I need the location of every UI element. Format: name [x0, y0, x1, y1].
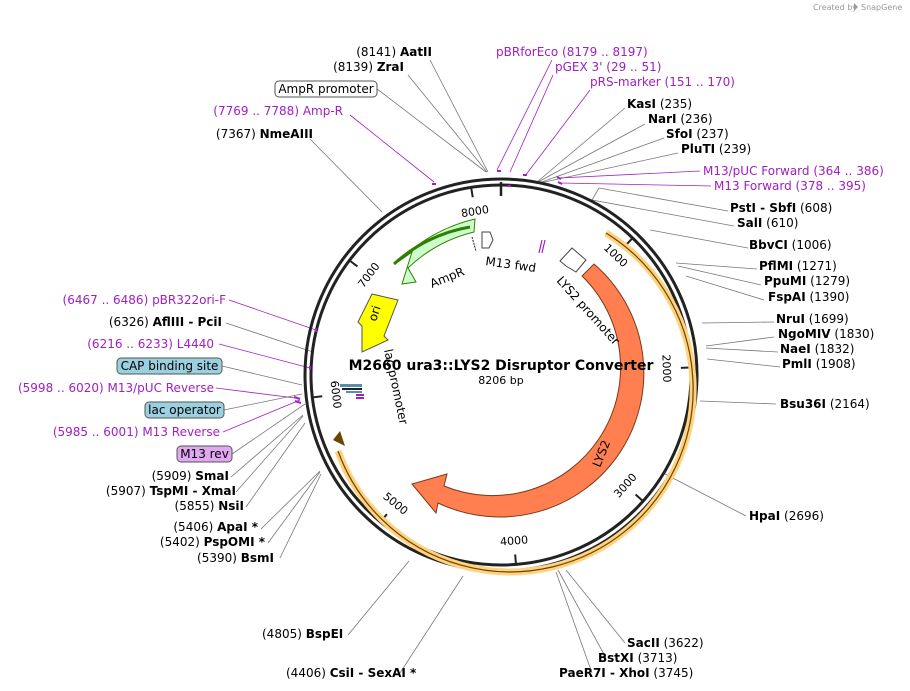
lys2-orf-line: [337, 232, 694, 573]
ampr-label: AmpR: [428, 264, 466, 290]
tick-label: 8000: [460, 203, 490, 220]
enzyme-label-bottom[interactable]: (4406) CsiI - SexAI *: [286, 666, 417, 680]
m13-fwd-feature[interactable]: [538, 239, 546, 254]
enzyme-label-right[interactable]: PmlI (1908): [782, 357, 856, 371]
primer-leader-lines: [215, 59, 712, 433]
plasmid-length: 8206 bp: [478, 374, 523, 387]
enzyme-list-left: (8141) AatII(8139) ZraI (7367) NmeAIII (63…: [106, 45, 432, 565]
tick-label: 4000: [500, 533, 529, 548]
enzyme-label-right[interactable]: SfoI (237): [666, 127, 729, 141]
enzyme-label-bottom[interactable]: (4805) BspEI: [262, 627, 343, 641]
tick-label: 3000: [611, 471, 639, 501]
ori-label: ori: [366, 304, 384, 323]
m13-rev-box-label: M13 rev: [180, 447, 229, 461]
primer-label[interactable]: (5985 .. 6001) M13 Reverse: [53, 425, 220, 439]
enzyme-label-right[interactable]: NarI (236): [648, 112, 713, 126]
leader-lines: [221, 59, 781, 674]
enzyme-label-left[interactable]: (5402) PspOMI *: [160, 535, 266, 549]
primer-label[interactable]: pRS-marker (151 .. 170): [590, 75, 735, 89]
primer-label[interactable]: (7769 .. 7788) Amp-R: [213, 104, 343, 118]
primer-label[interactable]: (6467 .. 6486) pBR322ori-F: [63, 293, 227, 307]
lac-region-marks: [340, 384, 364, 399]
ampr-dotted-mark: [471, 236, 477, 252]
enzyme-label-right[interactable]: HpaI (2696): [749, 509, 824, 523]
enzyme-list-right: KasI (235)NarI (236)SfoI (237)PluTI (239…: [627, 97, 874, 523]
enzyme-label-right[interactable]: Bsu36I (2164): [780, 397, 870, 411]
enzyme-label-left[interactable]: (5909) SmaI: [152, 469, 229, 483]
tick-label: 6000: [328, 380, 344, 409]
m13-fwd-label: M13 fwd: [485, 254, 537, 275]
cap-binding-site-box[interactable]: CAP binding site: [116, 357, 223, 375]
ori-feature[interactable]: [357, 293, 399, 353]
brand-text: SnapGene: [861, 3, 902, 12]
enzyme-label-right[interactable]: SalI (610): [737, 216, 798, 230]
tick-label: 2000: [659, 354, 673, 382]
lac-operator-box-label: lac operator: [148, 403, 221, 417]
enzyme-label-right[interactable]: PstI - SbfI (608): [730, 201, 832, 215]
enzyme-label-bottom[interactable]: SacII (3622): [627, 636, 704, 650]
cap-binding-site-box-label: CAP binding site: [121, 359, 219, 373]
enzyme-label-left[interactable]: (5907) TspMI - XmaI: [106, 484, 236, 498]
tick-label: 5000: [380, 490, 410, 518]
m13-rev-box[interactable]: M13 rev: [176, 445, 233, 463]
enzyme-label-right[interactable]: KasI (235): [627, 97, 692, 111]
tick-line: [349, 260, 359, 268]
lys2-promoter-feature[interactable]: [559, 247, 587, 273]
primer-label[interactable]: M13/pUC Forward (364 .. 386): [703, 164, 884, 178]
enzyme-label-right[interactable]: PluTI (239): [681, 142, 751, 156]
plasmid-title: M2660 ura3::LYS2 Disruptor Converter: [349, 358, 654, 374]
tick-line: [313, 395, 323, 399]
ampr-feature[interactable]: [397, 218, 476, 285]
tick-line: [514, 554, 517, 564]
enzyme-label-right[interactable]: FspAI (1390): [768, 290, 849, 304]
enzyme-list-bottom: SacII (3622)BstXI (3713)PaeR7I - XhoI (3…: [262, 627, 704, 680]
ampr-orf-line: [392, 225, 471, 266]
enzyme-label-right[interactable]: NgoMIV (1830): [778, 327, 874, 341]
ampr-promoter-box-label: AmpR promoter: [278, 82, 373, 96]
primer-label[interactable]: (6216 .. 6233) L4440: [87, 337, 214, 351]
tick-line: [470, 188, 474, 198]
ampr-promoter-feature[interactable]: [481, 231, 494, 249]
enzyme-label-left[interactable]: (8141) AatII: [356, 45, 432, 59]
enzyme-label-left[interactable]: (6326) AflIII - PciI: [109, 315, 222, 329]
enzyme-label-left[interactable]: (5390) BsmI: [197, 551, 274, 565]
enzyme-label-left[interactable]: (8139) ZraI: [333, 60, 404, 74]
lys2-feature[interactable]: [411, 263, 645, 518]
lys2-orf-arrowhead: [333, 431, 345, 446]
enzyme-label-right[interactable]: PflMI (1271): [759, 259, 837, 273]
enzyme-label-bottom[interactable]: BstXI (3713): [598, 651, 677, 665]
primer-label[interactable]: (5998 .. 6020) M13/pUC Reverse: [18, 381, 214, 395]
tick-label: 7000: [355, 260, 382, 290]
snapgene-logo-icon: [854, 3, 858, 11]
enzyme-label-left[interactable]: (5406) ApaI *: [173, 520, 258, 534]
enzyme-label-left[interactable]: (7367) NmeAIII: [216, 127, 313, 141]
enzyme-label-right[interactable]: NaeI (1832): [780, 342, 854, 356]
primer-marks: [293, 170, 563, 404]
enzyme-label-left[interactable]: (5855) NsiI: [175, 499, 244, 513]
ampr-promoter-box[interactable]: AmpR promoter: [274, 80, 378, 98]
primer-label[interactable]: M13 Forward (378 .. 395): [714, 179, 866, 193]
enzyme-label-right[interactable]: PpuMI (1279): [764, 274, 850, 288]
tick-line: [634, 493, 643, 502]
primer-label[interactable]: pBRforEco (8179 .. 8197): [496, 45, 648, 59]
credit-text: Created by: [813, 3, 857, 12]
enzyme-label-right[interactable]: BbvCI (1006): [749, 238, 832, 252]
enzyme-label-bottom[interactable]: PaeR7I - XhoI (3745): [559, 666, 693, 680]
lac-operator-box[interactable]: lac operator: [144, 401, 225, 419]
primer-list: pBRforEco (8179 .. 8197)pGEX 3' (29 .. 5…: [18, 45, 884, 439]
primer-label[interactable]: pGEX 3' (29 .. 51): [555, 60, 661, 74]
enzyme-label-right[interactable]: NruI (1699): [776, 312, 849, 326]
